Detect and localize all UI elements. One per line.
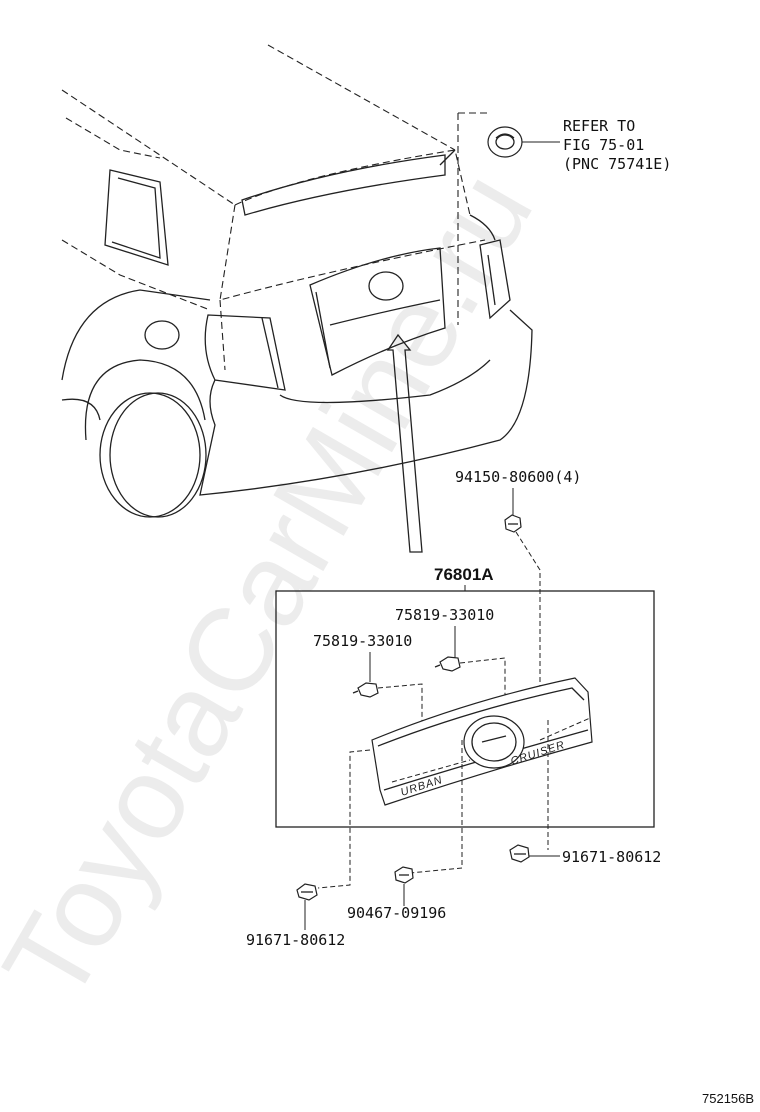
- clip-right-icon: [434, 656, 461, 672]
- part-label-assembly: 76801A: [434, 565, 494, 584]
- emblem-reference: [457, 112, 560, 325]
- nut-left-icon: [296, 883, 318, 901]
- part-label-clip-right: 75819-33010: [395, 606, 494, 624]
- reference-line-1: REFER TO: [563, 117, 635, 135]
- part-label-nut-right: 91671-80612: [562, 848, 661, 866]
- part-label-clip-left: 75819-33010: [313, 632, 412, 650]
- grommet-icon: [394, 866, 414, 884]
- reference-line-2: FIG 75-01: [563, 136, 644, 154]
- vehicle-rear-illustration: [61, 44, 533, 553]
- figure-number: 752156B: [702, 1091, 754, 1106]
- nut-top-icon: [504, 514, 522, 533]
- back-door-garnish: [371, 677, 593, 806]
- assembly-box: [275, 590, 655, 828]
- nut-right-icon: [509, 844, 530, 863]
- watermark-text: ToyotaCarMine.ru: [0, 150, 558, 1023]
- part-label-nut-top: 94150-80600(4): [455, 468, 581, 486]
- clip-left-icon: [352, 682, 379, 698]
- reference-line-3: (PNC 75741E): [563, 155, 671, 173]
- emblem-icon: [487, 126, 523, 158]
- part-label-nut-left: 91671-80612: [246, 931, 345, 949]
- part-label-grommet: 90467-09196: [347, 904, 446, 922]
- emblem-opening-icon: [463, 715, 525, 769]
